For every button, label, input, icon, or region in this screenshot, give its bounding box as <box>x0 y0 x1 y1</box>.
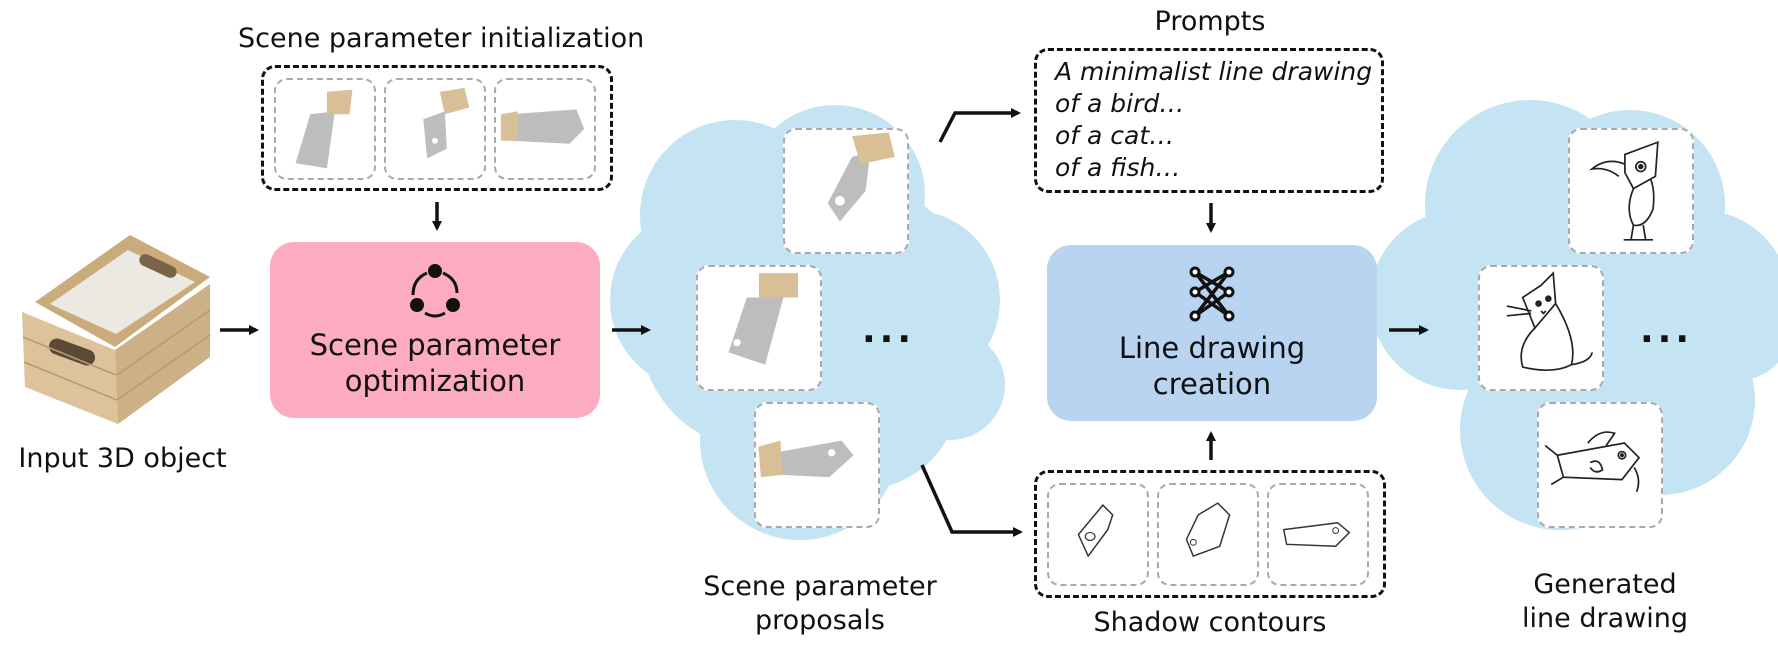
creation-box: Line drawing creation <box>1047 245 1377 421</box>
prompts-title: Prompts <box>1154 6 1266 37</box>
proposals-ellipsis: ... <box>862 310 916 351</box>
contours-box <box>1034 470 1386 598</box>
prompt-line-2: of a bird… <box>1055 89 1185 118</box>
initialization-label: Scene parameter initialization <box>238 23 645 54</box>
arrow-proposals-to-contours <box>920 464 1023 537</box>
contour-thumbnail-1 <box>1047 483 1149 586</box>
optimization-title: Scene parameter optimization <box>309 328 561 398</box>
contour-thumbnail-2 <box>1157 483 1259 586</box>
optimization-box: Scene parameter optimization <box>270 242 600 418</box>
generated-ellipsis: ... <box>1640 310 1694 351</box>
generated-bird-thumbnail <box>1568 128 1694 254</box>
proposals-label: Scene parameter proposals <box>703 571 937 636</box>
contour-thumbnail-3 <box>1267 483 1369 586</box>
init-thumbnail-3 <box>494 78 596 180</box>
init-thumbnail-2 <box>384 78 486 180</box>
contours-label: Shadow contours <box>1093 607 1327 638</box>
input-object-label: Input 3D object <box>18 443 227 474</box>
prompts-box: A minimalist line drawing of a bird… of … <box>1034 48 1384 193</box>
proposal-thumbnail-3 <box>754 402 880 528</box>
generated-fish-thumbnail <box>1537 402 1663 528</box>
wooden-box-image <box>22 235 211 424</box>
arrow-proposals-to-prompts <box>938 108 1021 143</box>
generated-cat-thumbnail <box>1478 265 1604 391</box>
initialization-box <box>261 65 613 191</box>
generated-label: Generated line drawing <box>1522 569 1688 634</box>
neural-network-icon <box>1189 266 1235 322</box>
prompt-line-3: of a cat… <box>1055 121 1175 150</box>
proposal-thumbnail-1 <box>783 128 909 254</box>
creation-title: Line drawing creation <box>1118 331 1306 401</box>
proposal-thumbnail-2 <box>696 265 822 391</box>
cycle-arrows-icon <box>410 264 460 318</box>
prompt-line-4: of a fish… <box>1055 153 1181 182</box>
prompt-line-1: A minimalist line drawing <box>1055 57 1373 86</box>
init-thumbnail-1 <box>274 78 376 180</box>
